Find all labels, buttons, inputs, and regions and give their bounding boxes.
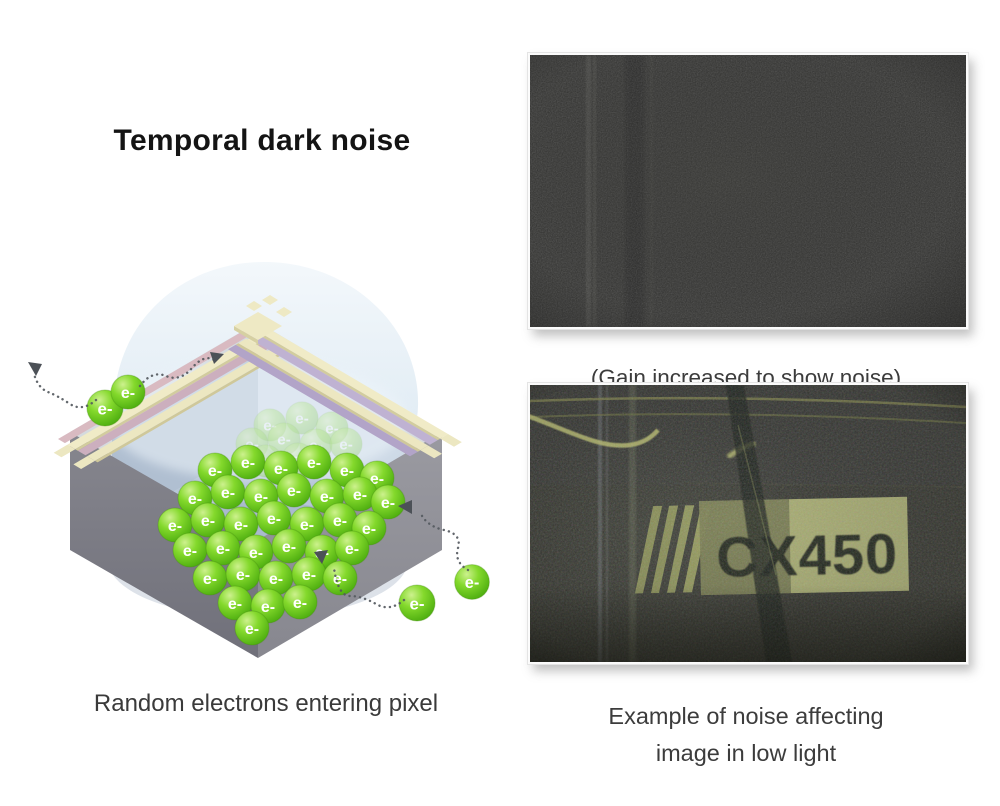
electron-icon bbox=[210, 474, 246, 510]
bus-junction bbox=[234, 295, 292, 344]
electron-icon bbox=[282, 584, 318, 620]
electron-icon bbox=[172, 532, 208, 568]
noise-photo-image bbox=[528, 53, 968, 329]
trajectory-arrow-icon bbox=[32, 372, 98, 409]
electron-icon bbox=[192, 560, 228, 596]
lowlight-caption-line2: image in low light bbox=[655, 739, 837, 766]
electron-icon bbox=[110, 374, 146, 410]
lowlight-photo-image: CX450 bbox=[528, 383, 968, 664]
trajectory-arrow-icon bbox=[418, 510, 470, 572]
electron-icon bbox=[276, 472, 312, 508]
electron-icon bbox=[454, 564, 490, 600]
trajectory-arrows bbox=[32, 357, 470, 609]
lowlight-caption-line1: Example of noise affecting bbox=[608, 702, 884, 729]
arrowheads bbox=[28, 352, 412, 564]
electron-icon bbox=[234, 610, 270, 646]
electron-icon bbox=[230, 444, 266, 480]
electron-icon bbox=[271, 528, 307, 564]
electron-icon bbox=[296, 444, 332, 480]
page-title: Temporal dark noise bbox=[113, 124, 411, 158]
trajectory-arrow-icon bbox=[138, 357, 216, 388]
electron-icon bbox=[225, 556, 261, 592]
electron-icon bbox=[334, 530, 370, 566]
electron-icon bbox=[398, 584, 436, 622]
lowlight-photo-caption: Example of noise affecting image in low l… bbox=[508, 698, 984, 772]
pixel-diagram: e- bbox=[28, 262, 490, 658]
trajectory-arrow-icon bbox=[332, 566, 406, 609]
diagram-caption: Random electrons entering pixel bbox=[93, 690, 439, 717]
